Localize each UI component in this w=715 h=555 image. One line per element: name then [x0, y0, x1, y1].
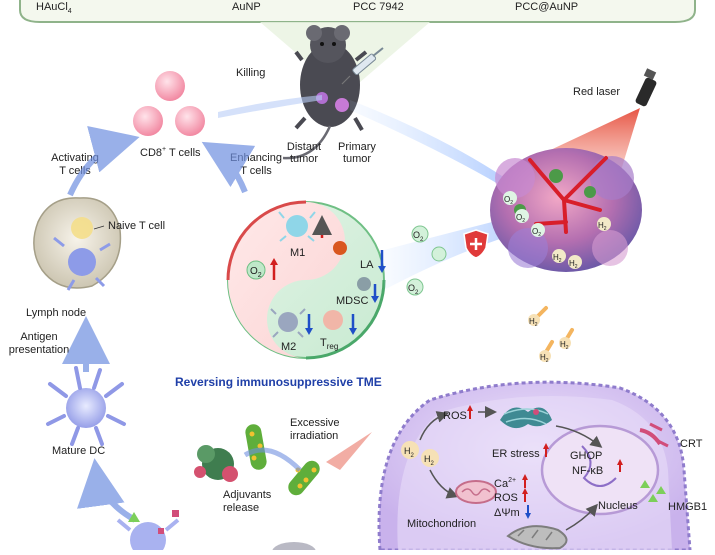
- label-la: LA: [360, 259, 374, 271]
- label-red-laser: Red laser: [573, 86, 620, 98]
- label-m1: M1: [290, 247, 305, 259]
- svg-text:H2: H2: [560, 340, 569, 351]
- label-ros: ROS: [443, 410, 467, 422]
- mitochondrion-icon: [455, 480, 497, 504]
- label-er-stress: ER stress: [492, 448, 540, 460]
- label-naive-t-cell: Naive T cell: [108, 220, 165, 232]
- label-pcc-aunp: PCC@AuNP: [515, 1, 578, 13]
- label-m2: M2: [281, 341, 296, 353]
- mature-dc: [46, 366, 126, 446]
- svg-text:H2: H2: [404, 446, 415, 459]
- tumor-cell: [377, 380, 692, 552]
- adjuvant-cluster: [194, 445, 238, 482]
- broken-mitochondrion-icon: [506, 525, 568, 550]
- svg-text:O2: O2: [413, 230, 424, 243]
- la-dot: [333, 241, 347, 255]
- label-killing: Killing: [236, 67, 265, 79]
- label-treg: Treg: [320, 337, 338, 351]
- svg-text:H2: H2: [540, 353, 549, 364]
- svg-text:H2: H2: [529, 317, 538, 328]
- er-icon: [500, 407, 552, 429]
- laser-device-icon: [635, 68, 657, 107]
- label-lymph-node: Lymph node: [26, 307, 86, 319]
- svg-text:O2: O2: [504, 195, 513, 206]
- rod-irradiated: [288, 432, 372, 496]
- label-ghop: GHOP: [570, 450, 602, 462]
- dc-in-node: [68, 248, 96, 276]
- bottom-dc: [116, 510, 180, 555]
- label-o2-tme: O2: [250, 266, 262, 279]
- h2-comets: H2 H2 H2: [528, 306, 574, 364]
- label-nucleus: Nucleus: [598, 500, 638, 512]
- tme-title: Reversing immunosuppressive TME: [175, 375, 382, 389]
- svg-text:H2: H2: [553, 253, 562, 264]
- hmgb1-triangles: [640, 480, 666, 502]
- label-aunp: AuNP: [232, 1, 261, 13]
- svg-text:H2: H2: [569, 259, 578, 270]
- primary-tumor-spot: [335, 98, 349, 112]
- shield-icon: [463, 229, 489, 259]
- rod-released: [245, 424, 267, 470]
- nucleus: [540, 424, 660, 516]
- label-crt: CRT: [680, 438, 703, 450]
- svg-text:O2: O2: [532, 227, 541, 238]
- beam-killing: [218, 95, 322, 118]
- naive-t-cell: [71, 217, 93, 239]
- tumor-o2-h2-labels: O2 O2 O2 H2 H2 H2: [503, 191, 611, 270]
- label-dpsim: ΔΨm: [494, 507, 520, 519]
- arrow-release: [243, 447, 302, 472]
- label-mature-dc: Mature DC: [52, 445, 105, 457]
- label-haucl4: HAuCl4: [36, 1, 72, 15]
- o2-bubbles: O2 O2: [406, 225, 447, 296]
- arrow-enhancing: [201, 141, 256, 194]
- crt-receptors: [639, 422, 669, 448]
- label-ca: Ca2+: [494, 477, 516, 490]
- label-cd8: CD8+ T cells: [140, 146, 201, 159]
- yinyang-tme: M1 O2 LA MDSC M2 Treg: [226, 200, 386, 360]
- m1-cell: [286, 215, 308, 237]
- lymph-node: [33, 197, 122, 291]
- label-ros-mito: ROS: [494, 492, 518, 504]
- svg-text:O2: O2: [408, 283, 419, 296]
- arrow-dc-maturation: [76, 458, 137, 523]
- m2-cell: [278, 312, 298, 332]
- label-mitochondrion: Mitochondrion: [407, 518, 476, 530]
- yin-half: [228, 202, 345, 358]
- svg-text:O2: O2: [516, 213, 525, 224]
- synthesis-header: HAuCl4 AuNP PCC 7942 PCC@AuNP: [19, 0, 696, 95]
- label-hmgb1: HMGB1: [668, 501, 707, 513]
- cd8-t-cells: CD8+ T cells: [133, 71, 205, 159]
- partial-cell-bottom: [272, 542, 316, 555]
- mouse-tail: [282, 125, 332, 160]
- syringe-icon: [341, 47, 384, 85]
- treg-cell: [323, 310, 343, 330]
- tumor-mass: [490, 148, 642, 272]
- arrow-activating: [67, 125, 140, 197]
- label-mdsc: MDSC: [336, 295, 368, 307]
- label-nfkb: NF-κB: [572, 465, 603, 477]
- cell-h2: H2 H2: [401, 441, 439, 467]
- beam-mouse-to-tumor: [350, 100, 505, 185]
- svg-text:H2: H2: [598, 221, 607, 232]
- blood-vessels: [528, 156, 608, 234]
- label-pcc7942: PCC 7942: [353, 1, 404, 13]
- svg-text:H2: H2: [424, 454, 435, 467]
